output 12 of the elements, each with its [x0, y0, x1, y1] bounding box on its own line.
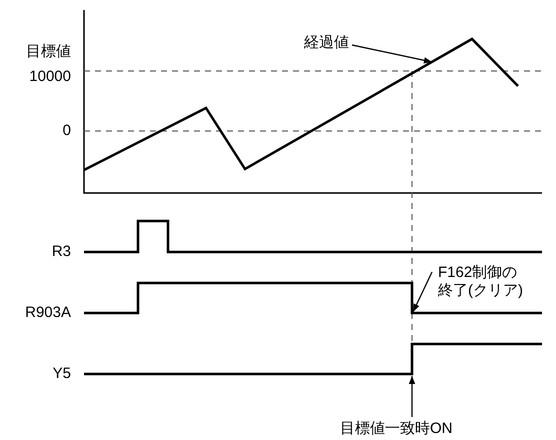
tick-label: 0: [62, 122, 71, 140]
leader-arrow: [412, 272, 433, 312]
annotation-text: 経過値: [304, 34, 349, 52]
leader-arrow: [408, 376, 416, 417]
axis-title: 目標値: [26, 43, 71, 61]
leader-arrow: [352, 44, 432, 64]
annotation-text: 目標値一致時ON: [340, 420, 452, 438]
signal-label: Y5: [52, 365, 71, 383]
tick-label: 10000: [29, 68, 71, 86]
signal-label: R3: [52, 243, 71, 261]
signal-label: R903A: [25, 304, 71, 322]
annotation-text: F162制御の終了(クリア): [438, 264, 525, 300]
